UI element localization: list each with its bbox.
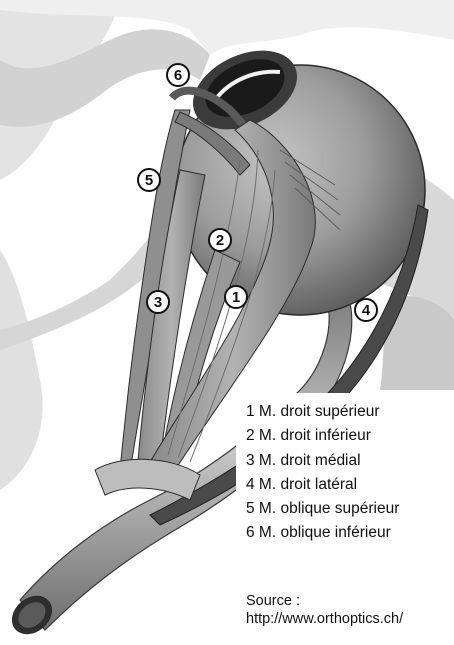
legend-item-5: 5 M. oblique supérieur <box>246 500 452 524</box>
legend-item-2: 2 M. droit inférieur <box>246 427 452 451</box>
svg-text:2: 2 <box>216 232 224 249</box>
legend-item-1: 1 M. droit supérieur <box>246 403 452 427</box>
svg-text:5: 5 <box>145 172 153 189</box>
tendon-ring <box>95 459 200 500</box>
source-url: http://www.orthoptics.ch/ <box>246 610 452 628</box>
legend-item-6: 6 M. oblique inférieur <box>246 524 452 548</box>
callout-4: 4 <box>355 299 377 321</box>
legend-item-4: 4 M. droit latéral <box>246 476 452 500</box>
svg-text:6: 6 <box>174 67 182 84</box>
callout-1: 1 <box>225 286 247 308</box>
legend: 1 M. droit supérieur 2 M. droit inférieu… <box>236 393 452 643</box>
svg-text:4: 4 <box>362 302 371 319</box>
svg-text:1: 1 <box>232 289 240 306</box>
callout-3: 3 <box>147 291 169 313</box>
callout-6: 6 <box>167 64 189 86</box>
legend-item-3: 3 M. droit médial <box>246 452 452 476</box>
svg-text:3: 3 <box>154 294 162 311</box>
callout-5: 5 <box>138 169 160 191</box>
source-label: Source : <box>246 592 452 610</box>
callout-2: 2 <box>209 229 231 251</box>
source-credit: Source : http://www.orthoptics.ch/ <box>246 592 452 628</box>
